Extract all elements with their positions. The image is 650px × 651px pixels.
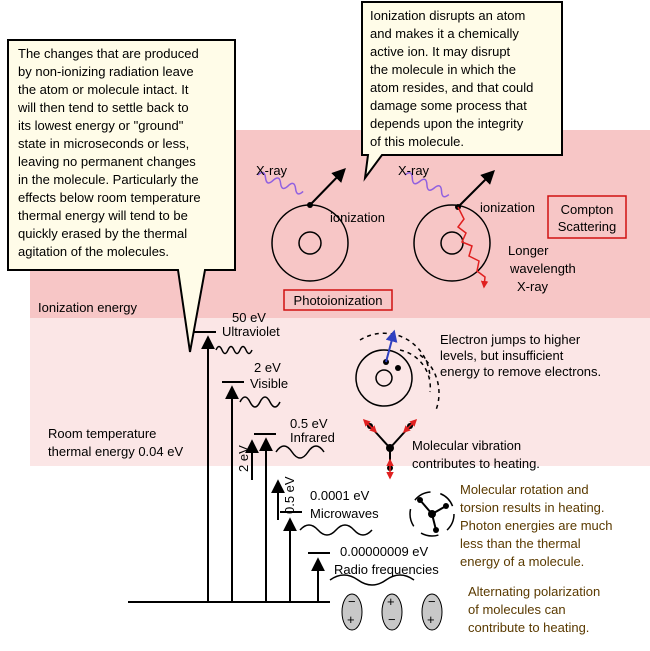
xray-right-label: X-ray	[398, 163, 430, 178]
wave-icons	[215, 345, 415, 586]
callout-top-line: of this molecule.	[370, 134, 464, 149]
longer-label-1: Longer	[508, 243, 549, 258]
electron-jump-2: levels, but insufficient	[440, 348, 564, 363]
radio-name: Radio frequencies	[334, 562, 439, 577]
xray-wave-right-icon	[404, 172, 450, 198]
radio-energy: 0.00000009 eV	[340, 544, 429, 559]
photoionization-atom	[257, 167, 349, 282]
polarization-molecules: − + + − − +	[341, 593, 443, 631]
xray-left-label: X-ray	[256, 163, 288, 178]
callout-left-line: by non-ionizing radiation leave	[18, 64, 194, 79]
rotation-1: Molecular rotation and	[460, 482, 589, 497]
rotation-molecule	[409, 491, 455, 537]
callout-left-text: The changes that are produced by non-ion…	[17, 46, 201, 259]
electron-jump-3: energy to remove electrons.	[440, 364, 601, 379]
callout-left-line: state in microseconds or less,	[18, 136, 189, 151]
visible-wave-icon	[239, 396, 281, 408]
compton-atom	[404, 170, 495, 289]
compton-box	[547, 195, 627, 239]
scattered-xray-icon	[456, 206, 489, 289]
polarization-2: of molecules can	[468, 602, 566, 617]
rotation-2: torsion results in heating.	[460, 500, 605, 515]
radio-wave-icon	[329, 574, 415, 586]
callout-top	[361, 1, 563, 182]
room-temp-1: Room temperature	[48, 426, 156, 441]
callout-top-line: damage some process that	[370, 98, 527, 113]
vibration-2: contributes to heating.	[412, 456, 540, 471]
ionization-right-label: ionization	[480, 200, 535, 215]
photoionization-box	[283, 289, 393, 311]
charge-minus: −	[348, 594, 356, 609]
half-ev-vertical: 0.5 eV	[282, 476, 297, 514]
rotation-5: energy of a molecule.	[460, 554, 584, 569]
charge-minus: −	[428, 594, 436, 609]
xray-wave-left-icon	[257, 171, 304, 195]
infrared-energy: 0.5 eV	[290, 416, 328, 431]
callout-left-line: thermal energy will tend to be	[18, 208, 188, 223]
callout-left-line: The changes that are produced	[18, 46, 199, 61]
callout-top-line: the molecule in which the	[370, 62, 516, 77]
energy-levels	[128, 331, 330, 603]
callout-left-line: quickly erased by the thermal	[18, 226, 187, 241]
longer-label-2: wavelength	[509, 261, 576, 276]
compton-label-1: Compton	[561, 202, 614, 217]
electron-jump-1: Electron jumps to higher	[440, 332, 581, 347]
longer-label-3: X-ray	[517, 279, 549, 294]
infrared-wave-icon	[275, 445, 325, 459]
callout-top-line: depends upon the integrity	[370, 116, 524, 131]
callout-left-line: leaving no permanent changes	[18, 154, 196, 169]
non-ionizing-band	[30, 318, 650, 466]
ionization-energy-label: Ionization energy	[38, 300, 138, 315]
charge-plus: +	[347, 612, 355, 627]
charge-plus: +	[427, 612, 435, 627]
vibration-1: Molecular vibration	[412, 438, 521, 453]
callout-top-line: Ionization disrupts an atom	[370, 8, 525, 23]
polarization-1: Alternating polarization	[468, 584, 600, 599]
rotation-3: Photon energies are much	[460, 518, 612, 533]
callout-left-line: the atom or molecule intact. It	[18, 82, 189, 97]
uv-energy: 50 eV	[232, 310, 266, 325]
callout-left-line: agitation of the molecules.	[18, 244, 169, 259]
microwave-energy: 0.0001 eV	[310, 488, 370, 503]
callout-left	[7, 39, 236, 353]
ionization-left-label: ionization	[330, 210, 385, 225]
uv-wave-icon	[215, 345, 253, 355]
two-ev-vertical: 2 eV	[236, 445, 251, 472]
visible-name: Visible	[250, 376, 288, 391]
infrared-name: Infrared	[290, 430, 335, 445]
compton-label-2: Scattering	[558, 219, 617, 234]
charge-minus: −	[388, 612, 396, 627]
callout-left-line: its lowest energy or "ground"	[18, 118, 184, 133]
electron-jump-atom	[355, 329, 440, 411]
microwave-name: Microwaves	[310, 506, 379, 521]
charge-plus: +	[387, 594, 395, 609]
callout-left-line: effects below room temperature	[18, 190, 201, 205]
callout-left-line: will then tend to settle back to	[17, 100, 189, 115]
callout-top-line: and makes it a chemically	[370, 26, 519, 41]
callout-top-line: atom resides, and that could	[370, 80, 533, 95]
polarization-3: contribute to heating.	[468, 620, 589, 635]
photoionization-label: Photoionization	[294, 293, 383, 308]
callout-left-line: in the molecule. Particularly the	[18, 172, 199, 187]
microwave-wave-icon	[299, 524, 373, 536]
rotation-4: less than the thermal	[460, 536, 581, 551]
vibration-molecule	[362, 418, 418, 480]
room-temp-2: thermal energy 0.04 eV	[48, 444, 183, 459]
visible-energy: 2 eV	[254, 360, 281, 375]
callout-top-line: active ion. It may disrupt	[370, 44, 511, 59]
callout-top-text: Ionization disrupts an atom and makes it…	[370, 8, 533, 149]
uv-name: Ultraviolet	[222, 324, 280, 339]
